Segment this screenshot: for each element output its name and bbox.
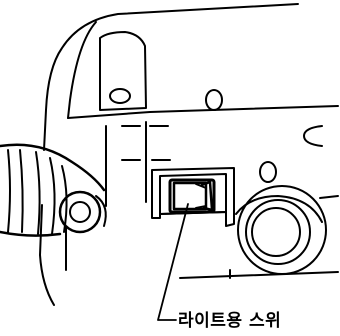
hole-middle (259, 161, 277, 183)
handle-rib-5 (7, 149, 11, 233)
body-seam (67, 105, 339, 119)
callout-leader (157, 203, 189, 321)
handle-cap-outer (58, 190, 102, 234)
light-switch-callout-label: 라이트용 스위 (178, 311, 282, 331)
handle-cap-ring (95, 195, 107, 227)
housing-outline (43, 3, 299, 151)
handle-top (0, 143, 106, 192)
rocker-shadow (200, 180, 214, 212)
knob-mid (245, 199, 311, 265)
side-notch (303, 125, 323, 147)
knob-inner (251, 207, 301, 257)
top-slot (99, 31, 147, 111)
handle-bottom (0, 230, 62, 237)
slot-hole (109, 88, 131, 104)
housing-lower-left (39, 204, 55, 306)
handle-rib-2 (35, 151, 41, 235)
handle-cap-inner (69, 201, 91, 223)
lower-body-line (179, 271, 339, 279)
rocker-switch (168, 178, 216, 214)
housing-panel-edge (67, 21, 97, 119)
handle-rib-1 (19, 149, 24, 233)
switch-recess (151, 167, 235, 227)
knob-bezel (235, 195, 323, 223)
handle-rib-3 (49, 157, 56, 235)
hole-upper (205, 89, 223, 111)
rocker-pivot (195, 183, 207, 209)
knob-housing-line (319, 195, 339, 199)
switch-recess-inner (159, 173, 227, 215)
